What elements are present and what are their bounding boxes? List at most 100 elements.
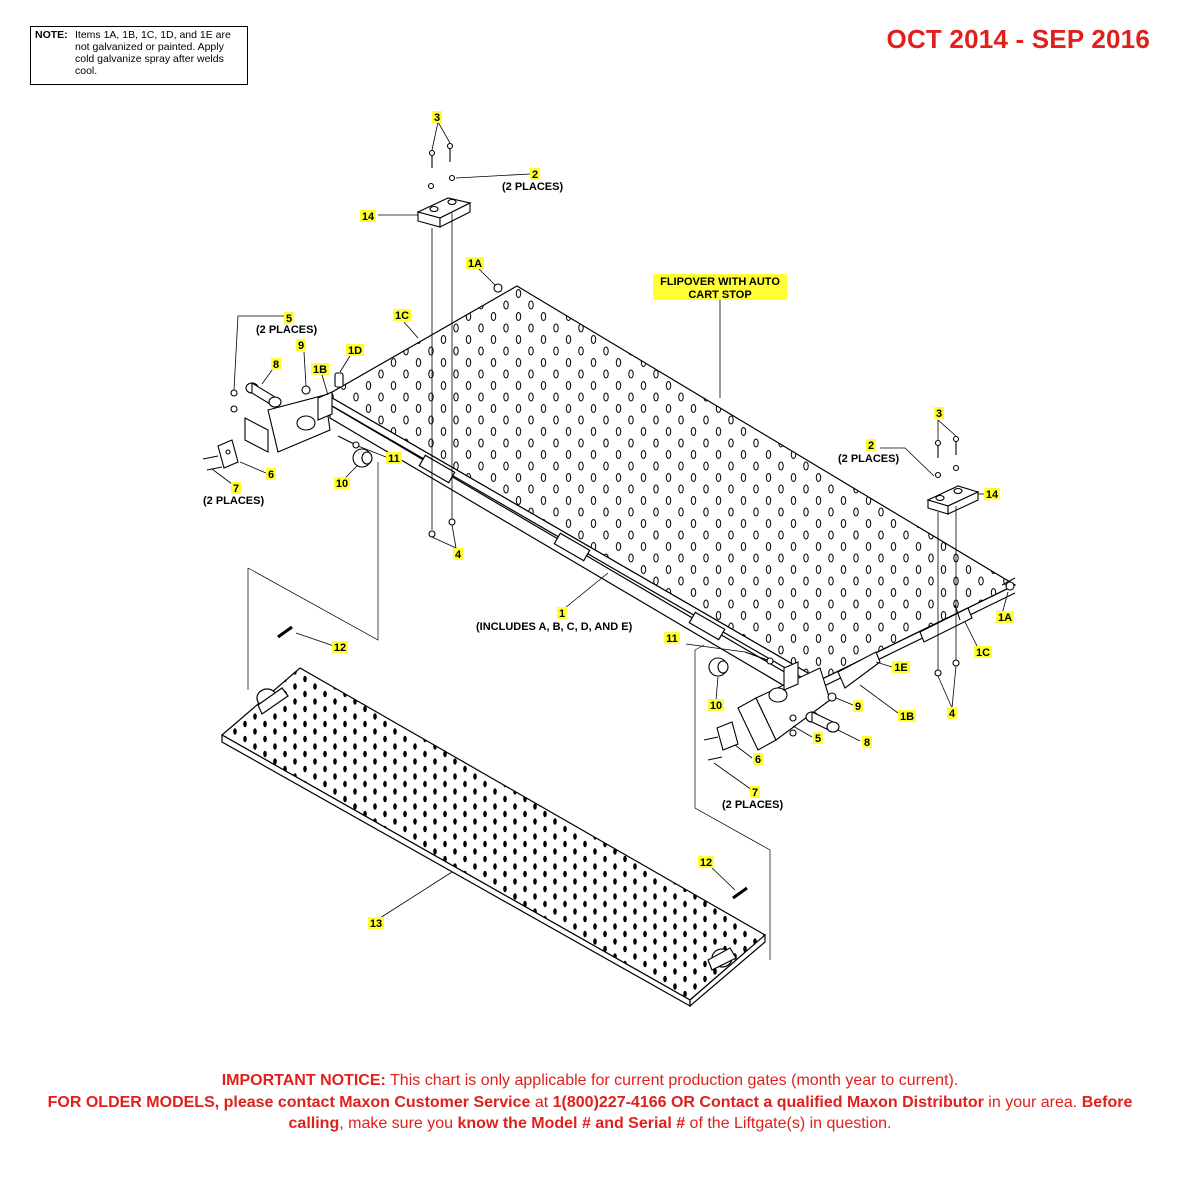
bolt-11-right bbox=[744, 651, 774, 665]
callout-14-top: 14 bbox=[360, 210, 376, 223]
bushing-10-left bbox=[352, 448, 373, 468]
bolt-1D bbox=[334, 372, 344, 388]
washer-9-left bbox=[301, 385, 311, 395]
notice-important-text: This chart is only applicable for curren… bbox=[385, 1072, 959, 1089]
callout-7-right: 7 bbox=[750, 786, 760, 799]
svg-text:FLIPOVER WITH AUTO: FLIPOVER WITH AUTO bbox=[660, 276, 780, 288]
notice-know-label: know the Model # and Serial # bbox=[457, 1115, 686, 1132]
callout-1E: 1E bbox=[892, 661, 910, 674]
pin-8-left bbox=[245, 382, 282, 408]
callout-8-left: 8 bbox=[271, 358, 281, 371]
callout-4-left: 4 bbox=[453, 548, 463, 561]
nut-4-left-b bbox=[448, 518, 456, 526]
bolt-11-left bbox=[337, 435, 360, 449]
svg-text:14: 14 bbox=[986, 489, 999, 501]
svg-text:5: 5 bbox=[815, 733, 821, 745]
notice-end-text: of the Liftgate(s) in question. bbox=[685, 1115, 892, 1132]
nut-4-right-b bbox=[952, 659, 960, 667]
ramp-surface bbox=[220, 667, 767, 1001]
callout-1-includes: (INCLUDES A, B, C, D, AND E) bbox=[476, 621, 633, 633]
hinge-block-1B-right bbox=[783, 661, 799, 691]
flipover-ramp-13 bbox=[220, 625, 767, 1008]
svg-text:6: 6 bbox=[268, 469, 274, 481]
pin-8-right bbox=[805, 711, 840, 733]
cart-stop-1E bbox=[837, 651, 881, 689]
bracket-6-right bbox=[716, 721, 739, 751]
nut-5-left-a bbox=[230, 389, 238, 397]
svg-text:1E: 1E bbox=[894, 662, 907, 674]
callout-1D: 1D bbox=[346, 344, 364, 357]
callout-14-right: 14 bbox=[984, 488, 1000, 501]
washer-9-right bbox=[827, 692, 837, 702]
svg-text:5: 5 bbox=[286, 313, 292, 325]
svg-text:9: 9 bbox=[298, 340, 304, 352]
callout-2-top-places: (2 PLACES) bbox=[502, 181, 563, 193]
callout-2-right-places: (2 PLACES) bbox=[838, 453, 899, 465]
svg-text:10: 10 bbox=[710, 700, 722, 712]
svg-text:1A: 1A bbox=[468, 258, 482, 270]
svg-text:3: 3 bbox=[936, 408, 942, 420]
note-label: NOTE: bbox=[35, 29, 68, 41]
callout-12-left: 12 bbox=[332, 641, 348, 654]
callout-1A-top: 1A bbox=[466, 257, 484, 270]
callout-flipover: FLIPOVER WITH AUTO CART STOP bbox=[653, 274, 787, 301]
platform-assembly bbox=[325, 285, 1017, 706]
svg-text:3: 3 bbox=[434, 112, 440, 124]
svg-text:1C: 1C bbox=[395, 310, 409, 322]
callout-11-right: 11 bbox=[664, 632, 680, 645]
nut-5-left-b bbox=[230, 405, 238, 413]
notice-important-label: IMPORTANT NOTICE: bbox=[221, 1072, 386, 1089]
callout-6-left: 6 bbox=[266, 468, 276, 481]
callout-1C-left: 1C bbox=[393, 309, 411, 322]
callout-10-right: 10 bbox=[708, 699, 724, 712]
callout-2-top: 2 bbox=[530, 168, 540, 181]
callout-7-right-places: (2 PLACES) bbox=[722, 799, 783, 811]
nut-4-right-a bbox=[934, 669, 942, 677]
callout-1B-right: 1B bbox=[898, 710, 916, 723]
nut-5-right-a bbox=[789, 714, 797, 722]
svg-text:7: 7 bbox=[233, 483, 239, 495]
svg-text:12: 12 bbox=[334, 642, 346, 654]
callout-3-top: 3 bbox=[432, 111, 442, 124]
svg-text:8: 8 bbox=[864, 737, 870, 749]
stop-pad bbox=[688, 611, 726, 641]
svg-text:9: 9 bbox=[855, 701, 861, 713]
callout-2-right: 2 bbox=[866, 439, 876, 452]
notice-phone: 1(800)227-4166 OR Contact a qualified Ma… bbox=[552, 1093, 984, 1111]
callout-7-left: 7 bbox=[231, 482, 241, 495]
svg-text:CART STOP: CART STOP bbox=[688, 289, 751, 301]
leader-lines bbox=[211, 121, 1009, 919]
pin-1A-top bbox=[493, 283, 503, 293]
callout-13: 13 bbox=[368, 917, 384, 930]
svg-text:11: 11 bbox=[666, 633, 678, 645]
svg-text:10: 10 bbox=[336, 478, 348, 490]
callout-5-right: 5 bbox=[813, 732, 823, 745]
notice-make-sure: , make sure you bbox=[339, 1115, 458, 1132]
callout-1: 1 bbox=[557, 607, 567, 620]
callout-9-right: 9 bbox=[853, 700, 863, 713]
svg-text:1A: 1A bbox=[998, 612, 1012, 624]
svg-text:1B: 1B bbox=[900, 711, 914, 723]
svg-text:11: 11 bbox=[388, 453, 400, 465]
platform-deck bbox=[325, 285, 1017, 681]
callout-1C-right: 1C bbox=[974, 646, 992, 659]
svg-text:1: 1 bbox=[559, 608, 565, 620]
svg-text:4: 4 bbox=[455, 549, 462, 561]
callout-1B-left: 1B bbox=[311, 363, 329, 376]
notice-older-label: FOR OLDER MODELS, please contact Maxon C… bbox=[47, 1093, 531, 1111]
notice-older-at: at bbox=[530, 1093, 553, 1111]
ramp-hinge-left bbox=[256, 687, 289, 715]
svg-text:13: 13 bbox=[370, 918, 382, 930]
notice-before-label: Before calling bbox=[288, 1093, 1133, 1133]
svg-text:1C: 1C bbox=[976, 647, 990, 659]
nut-5-right-b bbox=[789, 729, 797, 737]
svg-text:14: 14 bbox=[362, 211, 375, 223]
date-range-title: OCT 2014 - SEP 2016 bbox=[886, 24, 1150, 54]
callout-1A-right: 1A bbox=[996, 611, 1014, 624]
ramp-hinge-right bbox=[707, 947, 737, 971]
callout-6-right: 6 bbox=[753, 753, 763, 766]
callout-11-left: 11 bbox=[386, 452, 402, 465]
callout-12-right: 12 bbox=[698, 856, 714, 869]
important-notice: IMPORTANT NOTICE: This chart is only app… bbox=[40, 1070, 1140, 1135]
